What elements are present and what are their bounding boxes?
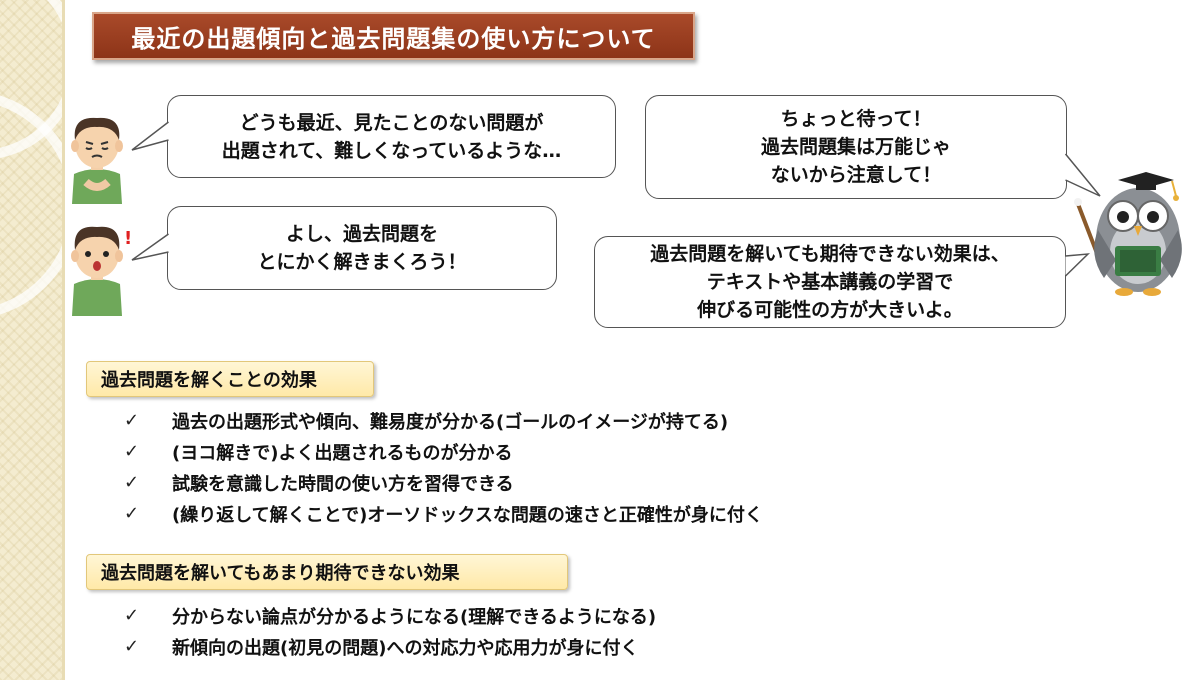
check-icon: ✓	[124, 503, 140, 524]
check-icon: ✓	[124, 636, 140, 657]
check-icon: ✓	[124, 410, 140, 431]
decorative-side-strip	[0, 0, 62, 680]
check-icon: ✓	[124, 472, 140, 493]
section-label-not-effective: 過去問題を解いてもあまり期待できない効果	[86, 554, 568, 590]
bubble-line: とにかく解きまくろう！	[257, 251, 467, 273]
bubble-tail	[131, 233, 169, 261]
list-item: ✓試験を意識した時間の使い方を習得できる	[124, 472, 514, 495]
check-icon: ✓	[124, 441, 140, 462]
page-title: 最近の出題傾向と過去問題集の使い方について	[131, 24, 656, 53]
exclamation-mark: !	[124, 228, 132, 249]
bubble-line: 伸びる可能性の方が大きいよ。	[697, 299, 963, 321]
section-label-effective: 過去問題を解くことの効果	[86, 361, 374, 397]
strip-divider	[62, 0, 65, 680]
bubble-tail	[1064, 153, 1101, 197]
bubble-line: どうも最近、見たことのない問題が	[239, 111, 544, 134]
effective-list: ✓過去の出題形式や傾向、難易度が分かる(ゴールのイメージが持てる) ✓(ヨコ解き…	[124, 405, 763, 529]
title-banner: 最近の出題傾向と過去問題集の使い方について	[92, 12, 695, 60]
speech-bubble-worried: どうも最近、見たことのない問題が 出題されて、難しくなっているような…	[167, 95, 616, 178]
list-item: ✓(繰り返して解くことで)オーソドックスな問題の速さと正確性が身に付く	[124, 503, 763, 526]
bubble-line: 過去問題を解いても期待できない効果は、	[650, 243, 1010, 265]
speech-bubble-owl-warning: ちょっと待って！ 過去問題集は万能じゃ ないから注意して！	[645, 95, 1067, 199]
list-item: ✓新傾向の出題(初見の問題)への対応力や応用力が身に付く	[124, 636, 639, 659]
bubble-line: よし、過去問題を	[285, 223, 438, 245]
bubble-line: テキストや基本講義の学習で	[706, 271, 954, 293]
owl-teacher-icon	[1074, 172, 1182, 296]
bubble-tail	[131, 121, 169, 151]
bubble-line: ないから注意して！	[770, 164, 942, 186]
list-item: ✓分からない論点が分かるようになる(理解できるようになる)	[124, 605, 657, 628]
speech-bubble-owl-advice: 過去問題を解いても期待できない効果は、 テキストや基本講義の学習で 伸びる可能性…	[594, 236, 1066, 328]
worried-student-icon	[71, 117, 123, 204]
not-effective-list: ✓分からない論点が分かるようになる(理解できるようになる) ✓新傾向の出題(初見…	[124, 600, 656, 662]
bubble-line: 出題されて、難しくなっているような…	[221, 139, 562, 162]
check-icon: ✓	[124, 605, 140, 626]
excited-student-icon: !	[71, 226, 132, 316]
bubble-tail	[1064, 253, 1091, 277]
bubble-line: ちょっと待って！	[780, 108, 932, 130]
list-item: ✓(ヨコ解きで)よく出題されるものが分かる	[124, 441, 513, 464]
bubble-line: 過去問題集は万能じゃ	[760, 136, 951, 158]
list-item: ✓過去の出題形式や傾向、難易度が分かる(ゴールのイメージが持てる)	[124, 410, 729, 433]
speech-bubble-excited: よし、過去問題を とにかく解きまくろう！	[167, 206, 557, 290]
